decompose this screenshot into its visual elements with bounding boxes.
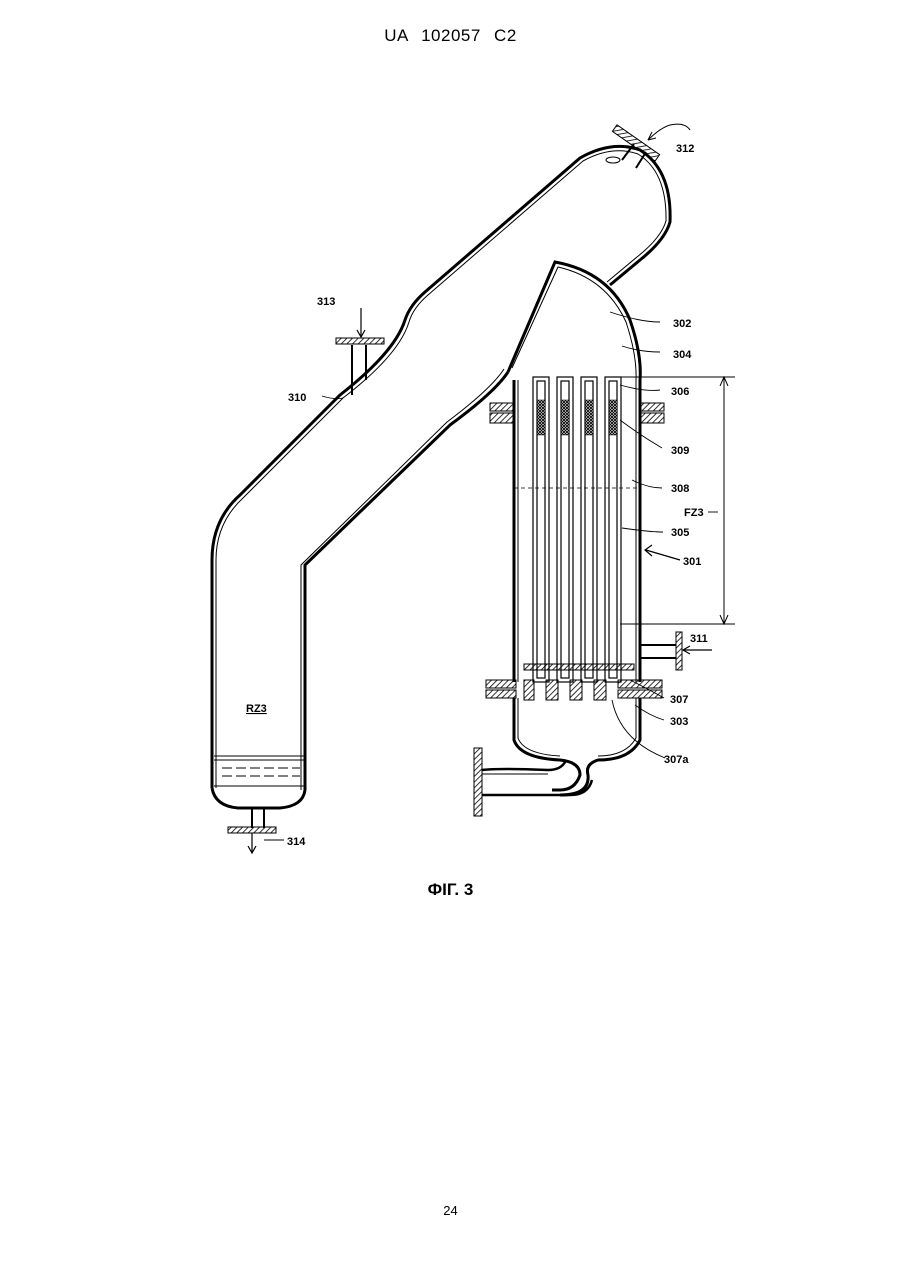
label-302: 302 [673, 318, 691, 330]
label-305: 305 [671, 527, 689, 539]
separator-vessel [212, 124, 690, 853]
label-303: 303 [670, 716, 688, 728]
label-314: 314 [287, 836, 306, 848]
reactor-dome [508, 262, 640, 380]
page-number: 24 [0, 1203, 901, 1218]
separator-inner-wall [305, 372, 508, 790]
label-313: 313 [317, 296, 335, 308]
upper-flange-right [640, 403, 664, 411]
label-307: 307 [670, 694, 688, 706]
outlet-314 [252, 808, 264, 828]
label-311: 311 [690, 633, 708, 645]
liquid-dashes [222, 768, 300, 776]
label-rz3: RZ3 [246, 703, 267, 715]
tube-bundle [533, 377, 621, 682]
inlet-311 [640, 645, 676, 658]
liquid-level [214, 756, 304, 760]
figure-caption: ФІГ. 3 [0, 880, 901, 900]
inlet-313 [352, 345, 366, 395]
tube-reactor [474, 262, 735, 816]
label-fz3: FZ3 [684, 507, 704, 519]
upper-flange-left [490, 403, 514, 411]
bottom-chamber [514, 698, 640, 795]
lower-flange-left [486, 680, 516, 688]
label-304: 304 [673, 349, 692, 361]
label-309: 309 [671, 445, 689, 457]
separator-inner-wall-inner [301, 369, 504, 790]
separator-bottom [212, 788, 305, 808]
label-307a: 307a [664, 754, 689, 766]
label-301: 301 [683, 556, 701, 568]
label-308: 308 [671, 483, 689, 495]
label-312: 312 [676, 143, 694, 155]
fz3-dimension [620, 377, 735, 624]
lower-flange-right [618, 680, 662, 688]
label-310: 310 [288, 392, 306, 404]
label-306: 306 [671, 386, 689, 398]
